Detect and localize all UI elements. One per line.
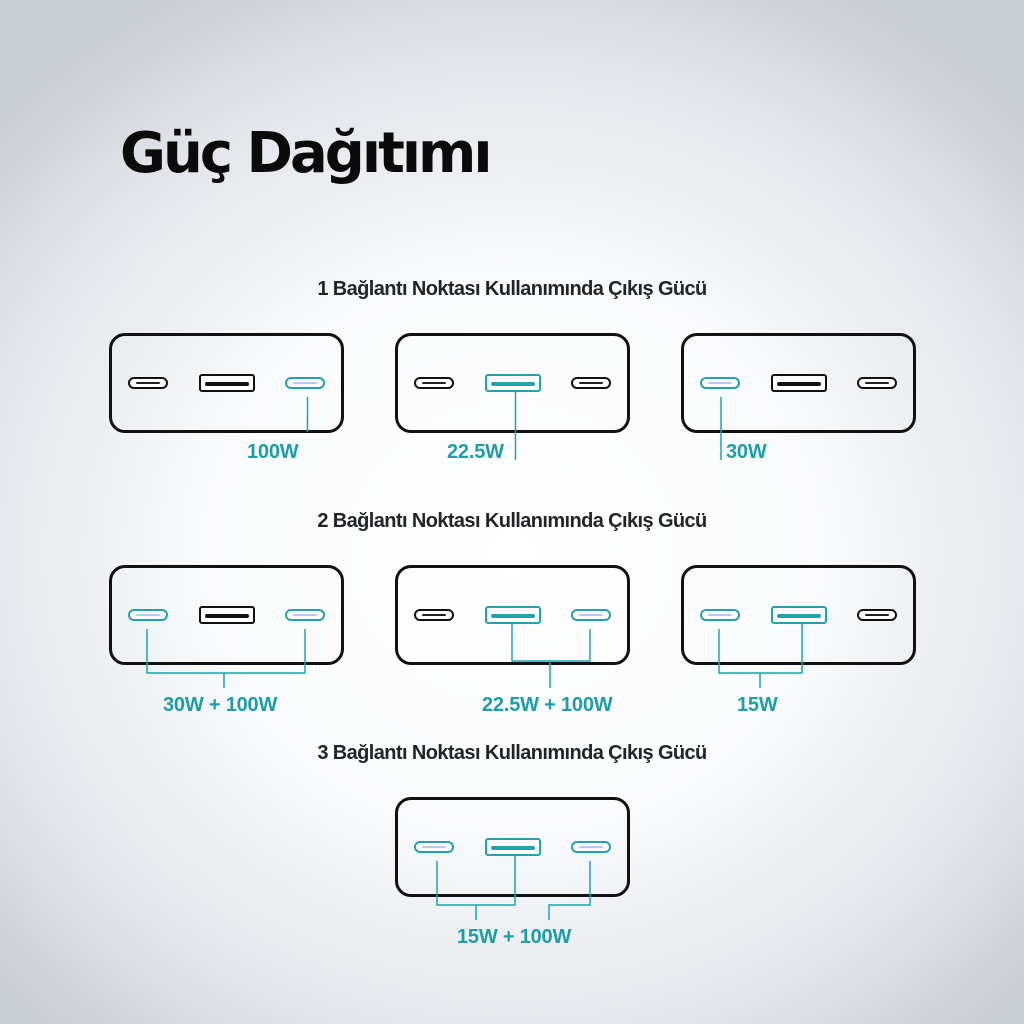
- output-label: 22.5W + 100W: [482, 694, 613, 716]
- output-label: 15W + 100W: [457, 926, 572, 948]
- usb-c-port-left: [128, 377, 168, 389]
- connector-line: [718, 623, 803, 688]
- usb-c-port-left: [414, 377, 454, 389]
- output-label: 22.5W: [447, 441, 504, 463]
- usb-a-port: [771, 606, 827, 624]
- output-label: 30W: [726, 441, 767, 463]
- connector-line: [511, 623, 591, 688]
- output-label: 15W: [737, 694, 778, 716]
- usb-c-port-right: [571, 609, 611, 621]
- usb-c-port-right: [285, 377, 325, 389]
- power-bank-diagram: [395, 797, 630, 897]
- usb-c-port-right: [285, 609, 325, 621]
- output-label: 30W + 100W: [163, 694, 278, 716]
- usb-c-port-left: [700, 609, 740, 621]
- usb-a-port: [199, 606, 255, 624]
- power-bank-diagram: [395, 333, 630, 433]
- usb-a-port: [485, 606, 541, 624]
- usb-c-port-left: [700, 377, 740, 389]
- section-heading-3-ports: 3 Bağlantı Noktası Kullanımında Çıkış Gü…: [317, 742, 707, 764]
- power-bank-diagram: [109, 565, 344, 665]
- page-title: Güç Dağıtımı: [120, 121, 493, 186]
- connector-line: [548, 861, 591, 920]
- usb-c-port-left: [414, 841, 454, 853]
- usb-c-port-right: [571, 841, 611, 853]
- power-bank-diagram: [395, 565, 630, 665]
- usb-a-port: [199, 374, 255, 392]
- output-label: 100W: [247, 441, 299, 463]
- power-bank-diagram: [109, 333, 344, 433]
- connector-line: [436, 855, 516, 920]
- usb-a-port: [771, 374, 827, 392]
- power-bank-diagram: [681, 565, 916, 665]
- usb-c-port-left: [128, 609, 168, 621]
- usb-a-port: [485, 374, 541, 392]
- usb-c-port-right: [857, 609, 897, 621]
- section-heading-1-port: 1 Bağlantı Noktası Kullanımında Çıkış Gü…: [317, 278, 707, 300]
- usb-c-port-left: [414, 609, 454, 621]
- section-heading-2-ports: 2 Bağlantı Noktası Kullanımında Çıkış Gü…: [317, 510, 707, 532]
- usb-a-port: [485, 838, 541, 856]
- connector-line: [146, 629, 306, 688]
- power-bank-diagram: [681, 333, 916, 433]
- usb-c-port-right: [857, 377, 897, 389]
- usb-c-port-right: [571, 377, 611, 389]
